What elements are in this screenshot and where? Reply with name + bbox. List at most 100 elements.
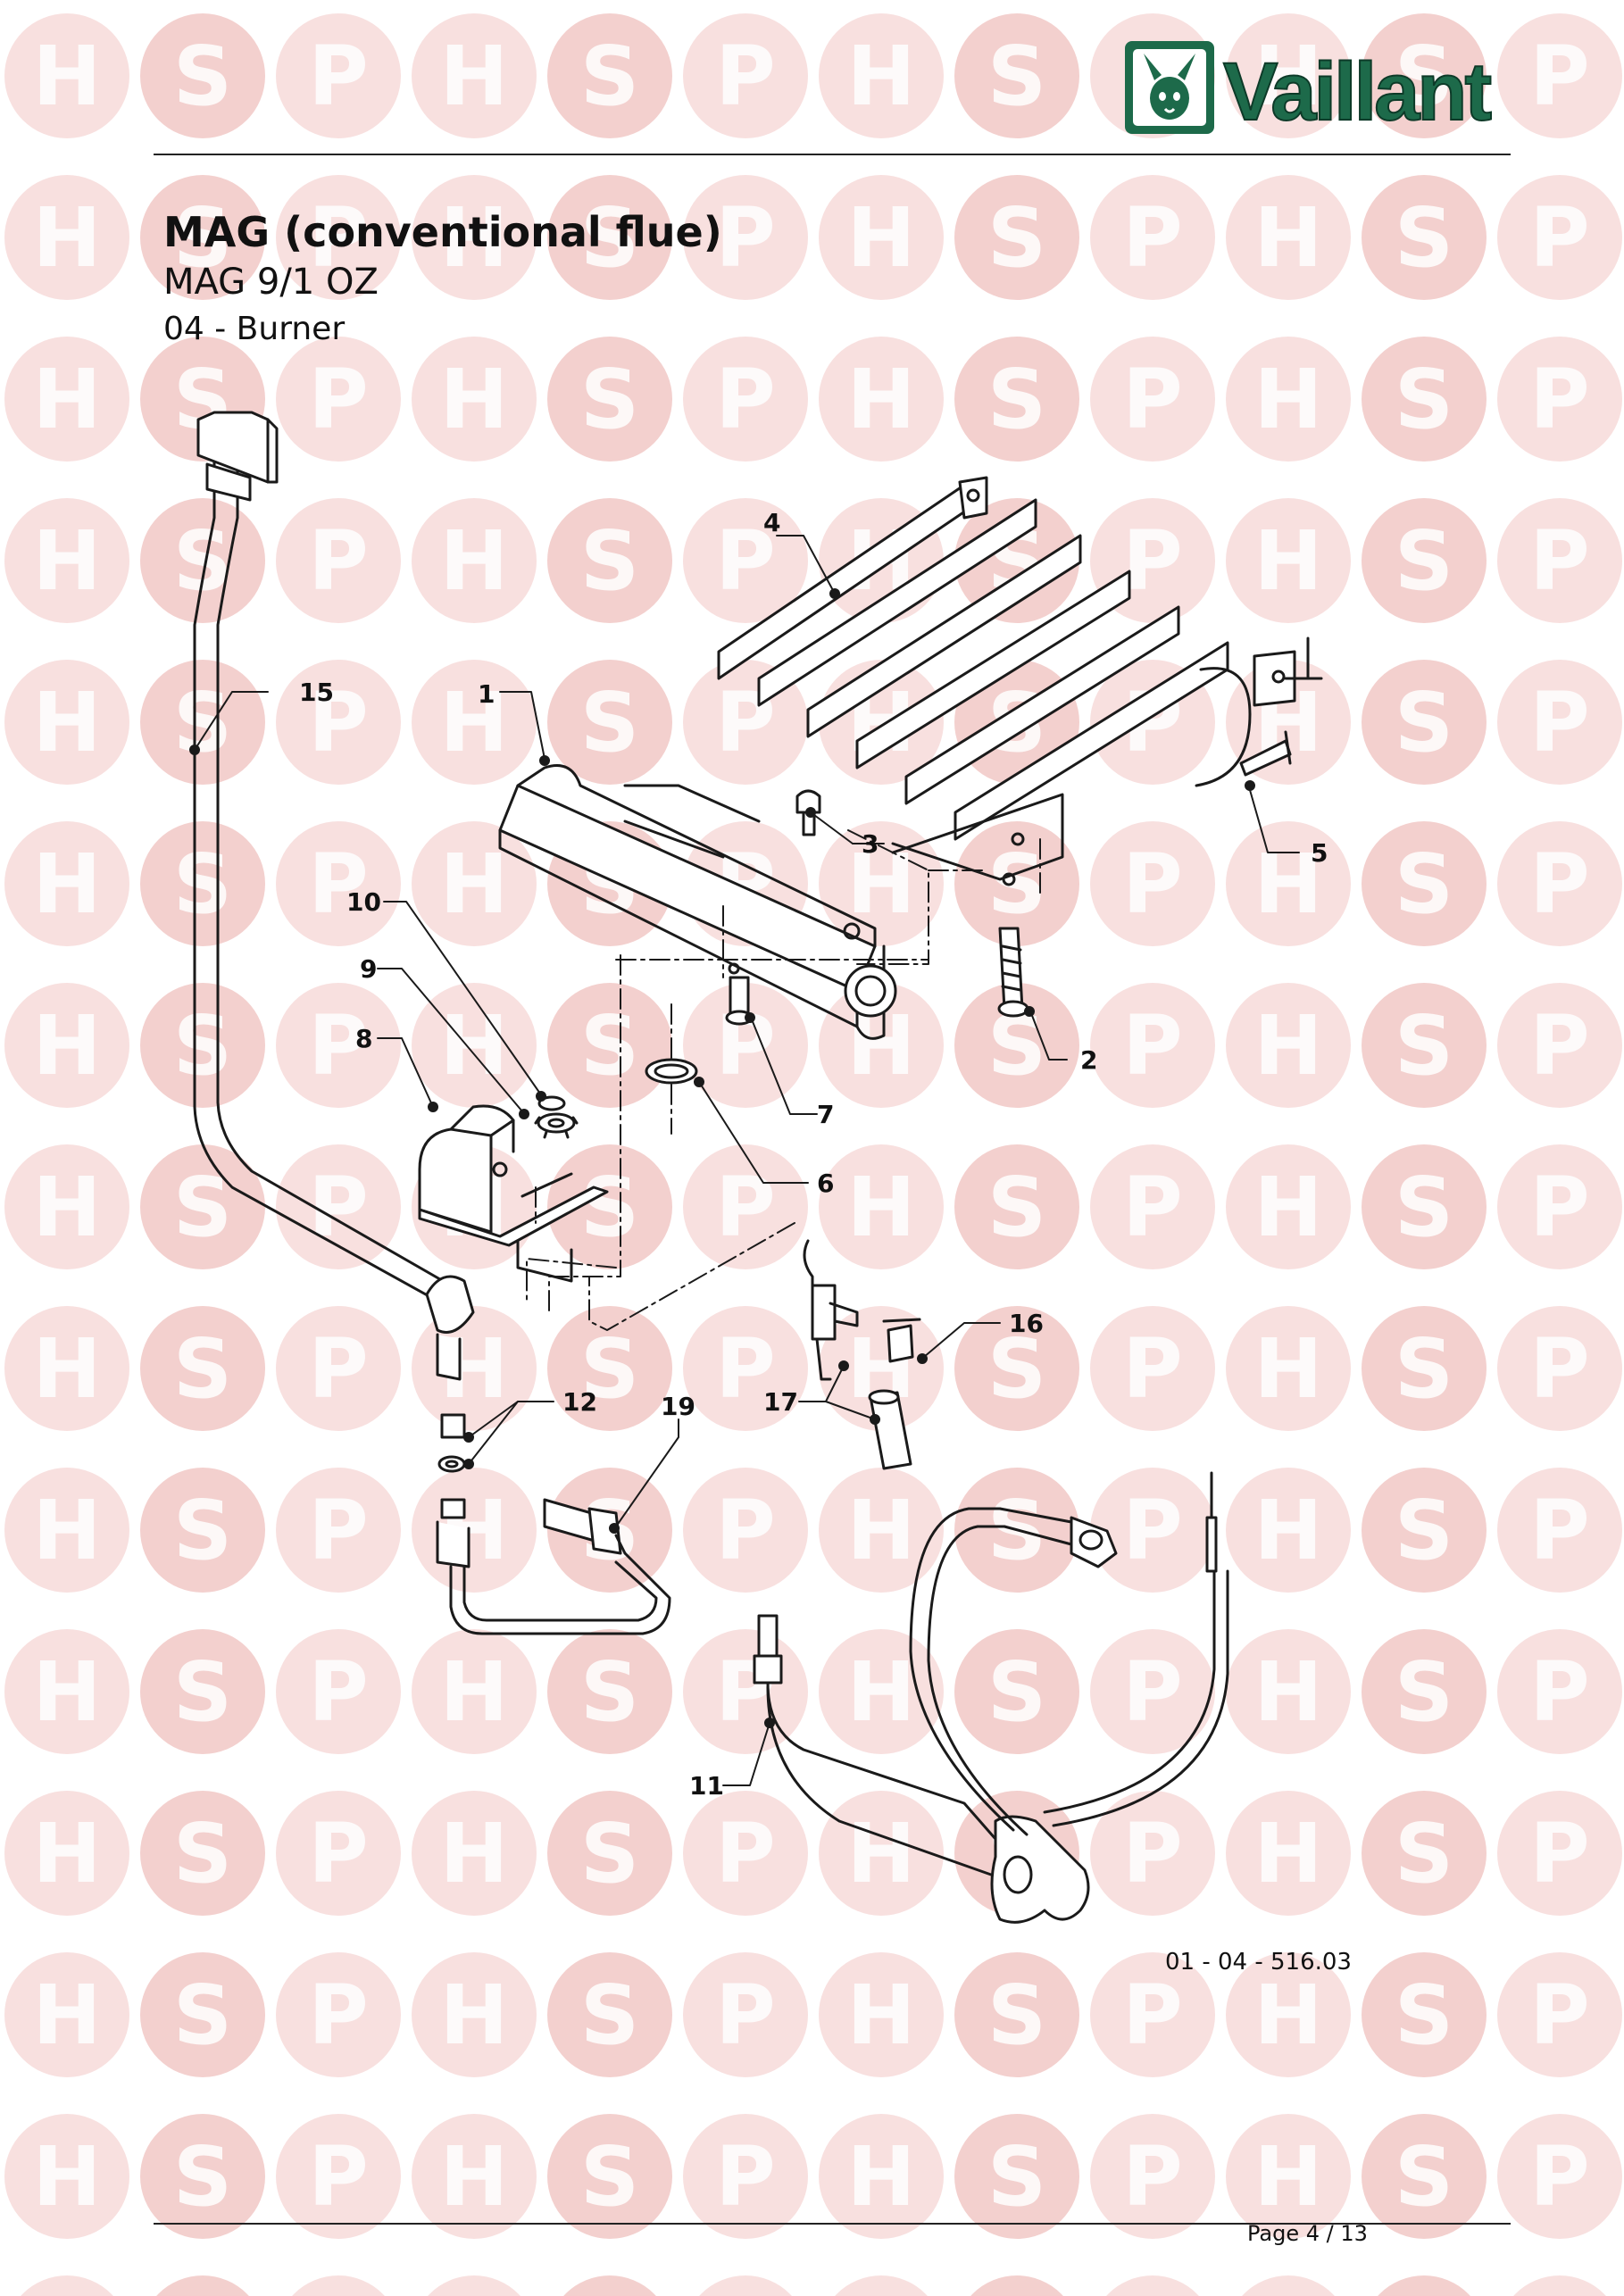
watermark-circle <box>1362 821 1487 946</box>
watermark-letter: H <box>847 1644 916 1740</box>
watermark-circle <box>683 1144 808 1269</box>
watermark-letter: H <box>847 190 916 286</box>
screw-5 <box>1239 730 1292 777</box>
watermark-letter: P <box>1122 998 1182 1094</box>
section-name: 04 - Burner <box>163 311 346 347</box>
alignment-lines <box>526 829 1041 1331</box>
watermark-letter: P <box>308 2129 368 2225</box>
watermark-letter: H <box>440 998 509 1094</box>
watermark-circle <box>683 983 808 1108</box>
watermark-circle <box>1362 1629 1487 1754</box>
thermocouple-lead-11 <box>753 1471 1229 1924</box>
watermark-letter: P <box>308 29 368 124</box>
watermark-letter: P <box>1529 2129 1589 2225</box>
watermark-letter: S <box>173 1483 232 1578</box>
callout-4: 4 <box>763 508 780 537</box>
watermark-circle <box>954 983 1079 1108</box>
watermark-circle <box>1497 337 1622 462</box>
pilot-burner-bracket <box>418 1104 609 1283</box>
pilot-tube-19 <box>449 1498 671 1635</box>
watermark-letter: S <box>1395 998 1453 1094</box>
watermark-letter: P <box>1122 190 1182 286</box>
watermark-letter: P <box>715 29 775 124</box>
watermark-circle <box>1497 1468 1622 1593</box>
watermark-letter: H <box>1254 352 1323 447</box>
watermark-circle <box>954 175 1079 300</box>
watermark-circle <box>1497 1306 1622 1431</box>
watermark-circle <box>4 1629 129 1754</box>
watermark-circle <box>4 1144 129 1269</box>
watermark-letter: S <box>987 1644 1046 1740</box>
watermark-letter: H <box>1254 2291 1323 2296</box>
watermark-letter: P <box>1529 1967 1589 2063</box>
watermark-letter: S <box>1395 1967 1453 2063</box>
watermark-circle <box>683 13 808 138</box>
watermark-circle <box>1090 337 1215 462</box>
watermark-circle <box>276 660 401 785</box>
watermark-circle <box>1497 1952 1622 2077</box>
watermark-letter: P <box>1529 1806 1589 1901</box>
callout-10: 10 <box>346 887 381 917</box>
watermark-circle <box>1242 2275 1335 2296</box>
watermark-circle <box>1497 2114 1622 2239</box>
watermark-circle <box>1497 1629 1622 1754</box>
watermark-letter: H <box>847 836 916 932</box>
watermark-circle <box>4 175 129 300</box>
watermark-letter: H <box>847 2291 916 2296</box>
watermark-letter: S <box>580 29 639 124</box>
watermark-letter: P <box>1122 513 1182 609</box>
watermark-letter: S <box>173 1644 232 1740</box>
watermark-circle <box>954 821 1079 946</box>
watermark-circle <box>292 2275 385 2296</box>
callout-1: 1 <box>478 679 495 709</box>
watermark-letter: P <box>715 1483 775 1578</box>
watermark-letter: H <box>1254 1806 1323 1901</box>
watermark-letter: H <box>440 1806 509 1901</box>
footer-rule <box>154 2223 1511 2225</box>
watermark-letter: S <box>173 2129 232 2225</box>
watermark-letter: S <box>1395 675 1453 770</box>
watermark-letter: H <box>33 998 102 1094</box>
watermark-letter: P <box>715 190 775 286</box>
watermark-circle <box>412 13 537 138</box>
watermark-letter: P <box>1529 1321 1589 1417</box>
watermark-circle <box>547 1952 672 2077</box>
watermark-letter: H <box>1254 190 1323 286</box>
watermark-circle <box>1362 337 1487 462</box>
watermark-letter: P <box>1529 1483 1589 1578</box>
watermark-letter: S <box>1395 1321 1453 1417</box>
watermark-circle <box>140 1468 265 1593</box>
callout-6: 6 <box>817 1169 834 1198</box>
watermark-letter: H <box>440 2129 509 2225</box>
watermark-circle <box>1090 2114 1215 2239</box>
watermark-circle <box>140 1306 265 1431</box>
watermark-letter: H <box>847 29 916 124</box>
callout-19: 19 <box>661 1392 695 1421</box>
watermark-letter: S <box>580 190 639 286</box>
watermark-circle <box>1362 660 1487 785</box>
watermark-circle <box>140 1629 265 1754</box>
callout-8: 8 <box>355 1024 372 1053</box>
watermark-circle <box>1226 1791 1351 1916</box>
watermark-circle <box>1362 1791 1487 1916</box>
watermark-circle <box>1497 498 1622 623</box>
watermark-letter: H <box>847 1483 916 1578</box>
watermark-circle <box>1090 1952 1215 2077</box>
watermark-circle <box>4 337 129 462</box>
watermark-circle <box>547 337 672 462</box>
watermark-circle <box>1226 1952 1351 2077</box>
watermark-circle <box>547 1306 672 1431</box>
watermark-circle <box>428 2275 521 2296</box>
watermark-circle <box>276 1468 401 1593</box>
watermark-letter: H <box>440 675 509 770</box>
watermark-letter: P <box>308 2291 368 2296</box>
watermark-letter: P <box>308 1644 368 1740</box>
watermark-circle <box>140 1952 265 2077</box>
watermark-circle <box>1226 498 1351 623</box>
watermark-circle <box>954 13 1079 138</box>
watermark-circle <box>412 821 537 946</box>
watermark-letter: P <box>715 2129 775 2225</box>
watermark-circle <box>276 1952 401 2077</box>
watermark-letter: H <box>847 1806 916 1901</box>
